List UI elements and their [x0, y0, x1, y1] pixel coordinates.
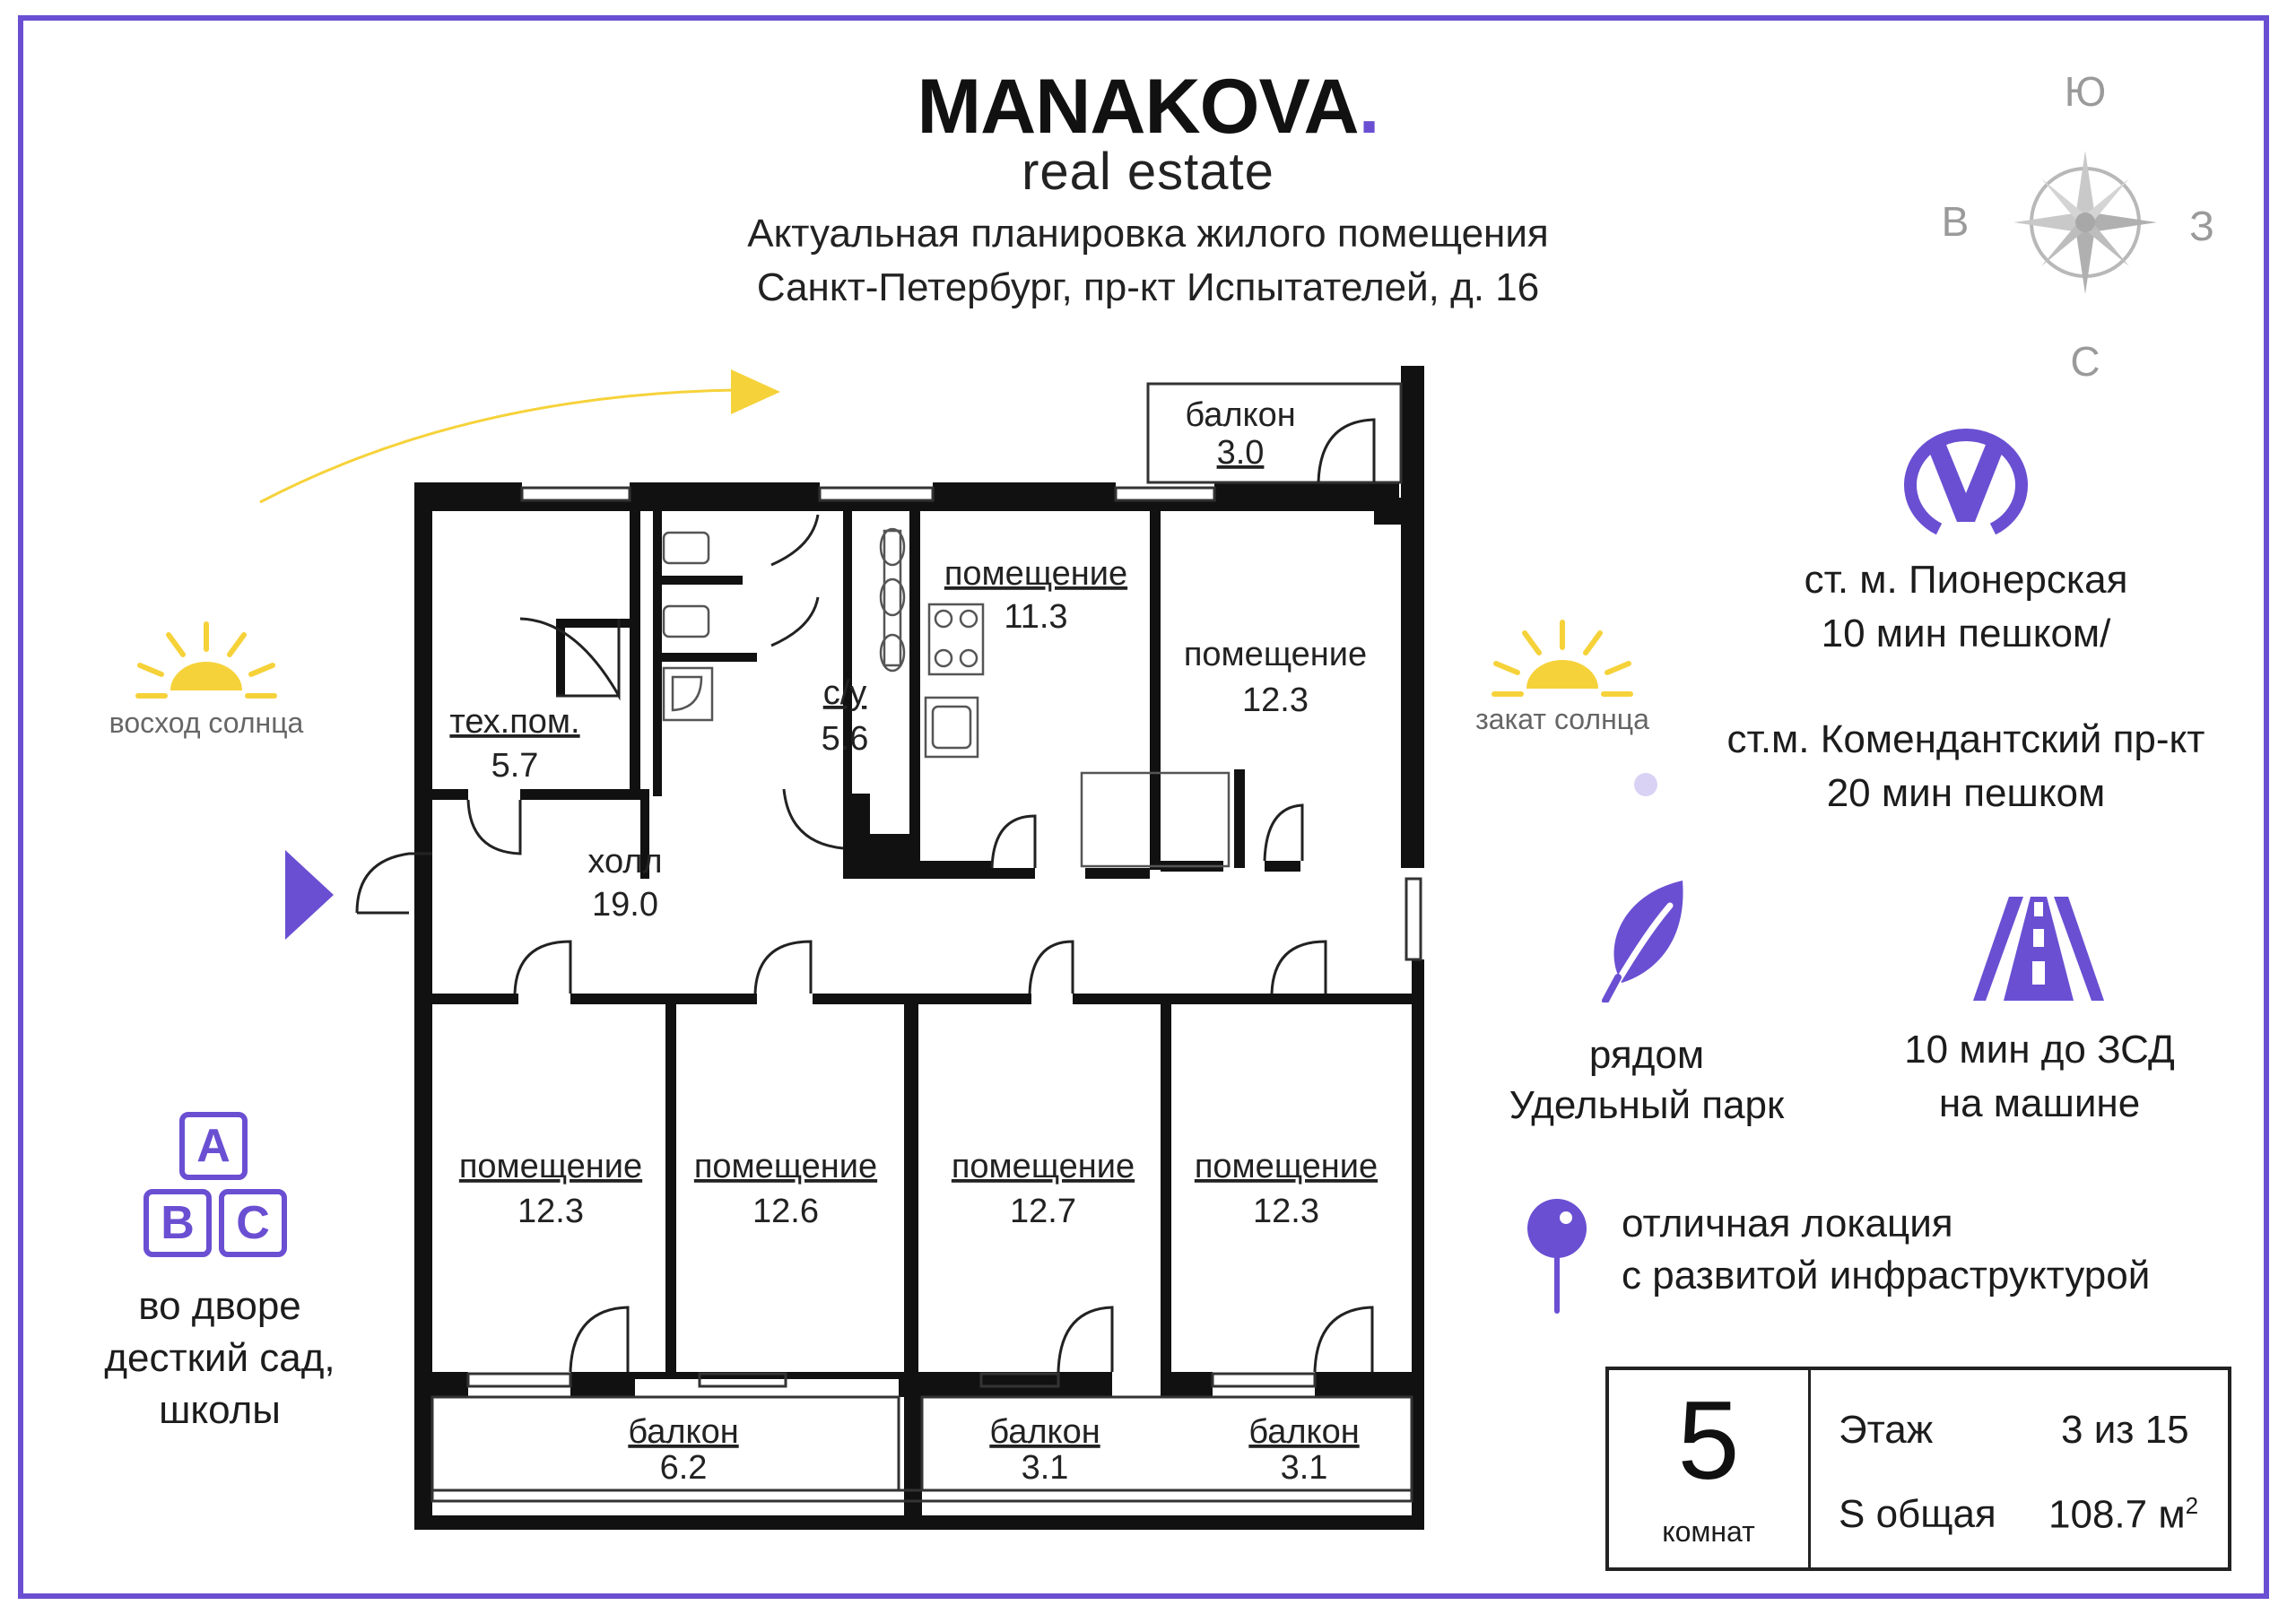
- area-value-unit-sup: 2: [2185, 1492, 2199, 1519]
- road-icon: [1973, 897, 2104, 1001]
- room-label-12-3-top: помещение: [1184, 636, 1367, 673]
- room-area-12-3-a: 12.3: [517, 1193, 584, 1230]
- leaf-icon: [1602, 877, 1692, 1004]
- metro-line-1: ст. м. Пионерская: [1804, 558, 2128, 602]
- room-area-balcony-3-1-b: 3.1: [1281, 1449, 1328, 1487]
- room-area-12-6: 12.6: [752, 1193, 819, 1230]
- page-frame: [18, 15, 2269, 1599]
- compass-south: С: [2070, 338, 2100, 385]
- compass-rose-icon: [1982, 63, 2188, 386]
- doors: [355, 418, 1376, 1373]
- sunset-label: закат солнца: [1475, 703, 1649, 735]
- balcony-rails: [430, 382, 1413, 1503]
- room-label-balcony-3-1-b: балкон: [1248, 1413, 1359, 1451]
- kids-line-3: школы: [159, 1388, 281, 1432]
- room-area-bathroom: 5.6: [822, 720, 869, 758]
- room-label-tech: тех.пом.: [449, 703, 579, 741]
- road-line-2: на машине: [1938, 1081, 2141, 1125]
- location-line-1: отличная локация: [1622, 1202, 1953, 1245]
- room-label-11-3: помещение: [944, 555, 1127, 593]
- room-area-balcony-6-2: 6.2: [660, 1449, 708, 1487]
- room-labels: балкон 3.0 помещение 11.3 помещение 12.3…: [449, 396, 1378, 1487]
- summary-divider: [1808, 1370, 1811, 1567]
- compass-north: Ю: [2064, 68, 2107, 115]
- area-label: S общая: [1839, 1492, 1996, 1536]
- room-area-11-3: 11.3: [1004, 598, 1067, 636]
- brand-logo: MANAKOVA.: [879, 63, 1417, 152]
- room-area-balcony-3-1-a: 3.1: [1022, 1449, 1069, 1487]
- map-pin-icon: [1525, 1198, 1589, 1315]
- area-value-number: 108.7 м: [2048, 1492, 2186, 1537]
- room-label-balcony-top: балкон: [1185, 396, 1295, 434]
- park-line-1: рядом: [1588, 1033, 1705, 1077]
- rooms-label: комнат: [1662, 1515, 1755, 1548]
- room-label-12-6: помещение: [694, 1148, 877, 1185]
- room-area-tech: 5.7: [491, 747, 539, 785]
- compass-west: В: [1941, 198, 1970, 245]
- compass-east: З: [2189, 203, 2214, 249]
- walls: [414, 366, 1424, 1530]
- header-line-2: Санкт-Петербург, пр-кт Испытателей, д. 1…: [756, 265, 1540, 309]
- room-area-12-7: 12.7: [1010, 1193, 1076, 1230]
- sunset-sun-icon: [1491, 617, 1634, 698]
- room-area-hall: 19.0: [592, 886, 658, 924]
- room-label-12-7: помещение: [952, 1148, 1135, 1185]
- room-label-balcony-3-1-a: балкон: [989, 1413, 1100, 1451]
- sunrise-label: восход солнца: [109, 707, 304, 739]
- room-label-12-3-b: помещение: [1195, 1148, 1378, 1185]
- room-label-bathroom: с/у: [823, 674, 867, 712]
- metro-line-3: ст.м. Комендантский пр-кт: [1726, 717, 2205, 761]
- park-line-2: Удельный парк: [1509, 1083, 1785, 1127]
- rooms-count: 5: [1677, 1379, 1740, 1503]
- kids-line-2: десткий сад,: [104, 1336, 335, 1380]
- road-line-1: 10 мин до ЗСД: [1904, 1028, 2175, 1072]
- room-area-12-3-b: 12.3: [1253, 1193, 1319, 1230]
- metro-icon: [1900, 429, 2032, 536]
- sunrise-sun-icon: [135, 619, 278, 699]
- area-value: 108.7 м2: [2048, 1492, 2198, 1538]
- floor-label: Этаж: [1839, 1408, 1934, 1452]
- sun-path-arrow: [259, 369, 780, 504]
- brand-name: MANAKOVA: [917, 64, 1360, 150]
- floor-value: 3 из 15: [2061, 1408, 2189, 1452]
- block-b: B: [144, 1189, 212, 1257]
- header-line-1: Актуальная планировка жилого помещения: [747, 212, 1549, 256]
- metro-line-2: 10 мин пешком/: [1821, 612, 2111, 655]
- abc-blocks-icon: A B C: [144, 1112, 296, 1264]
- block-a: A: [179, 1112, 248, 1180]
- kitchen-fixtures: [924, 603, 1231, 868]
- summary-box: 5 комнат Этаж 3 из 15 S общая 108.7 м2: [1605, 1367, 2231, 1571]
- metro-line-4: 20 мин пешком: [1826, 771, 2106, 815]
- room-label-balcony-6-2: балкон: [628, 1413, 738, 1451]
- brand-dot: .: [1358, 64, 1380, 150]
- room-label-12-3-a: помещение: [459, 1148, 642, 1185]
- room-label-hall: холл: [587, 843, 662, 881]
- decorative-dot: [1634, 773, 1657, 796]
- location-line-2: с развитой инфраструктурой: [1622, 1254, 2151, 1298]
- room-area-12-3-top: 12.3: [1242, 681, 1309, 719]
- bathroom-fixtures: [662, 527, 906, 722]
- entrance-arrow-icon: [285, 850, 334, 940]
- brand-subtitle: real estate: [1022, 143, 1274, 201]
- room-area-balcony-top: 3.0: [1217, 434, 1265, 472]
- block-c: C: [219, 1189, 287, 1257]
- kids-line-1: во дворе: [138, 1284, 301, 1328]
- windows: [466, 486, 1422, 1388]
